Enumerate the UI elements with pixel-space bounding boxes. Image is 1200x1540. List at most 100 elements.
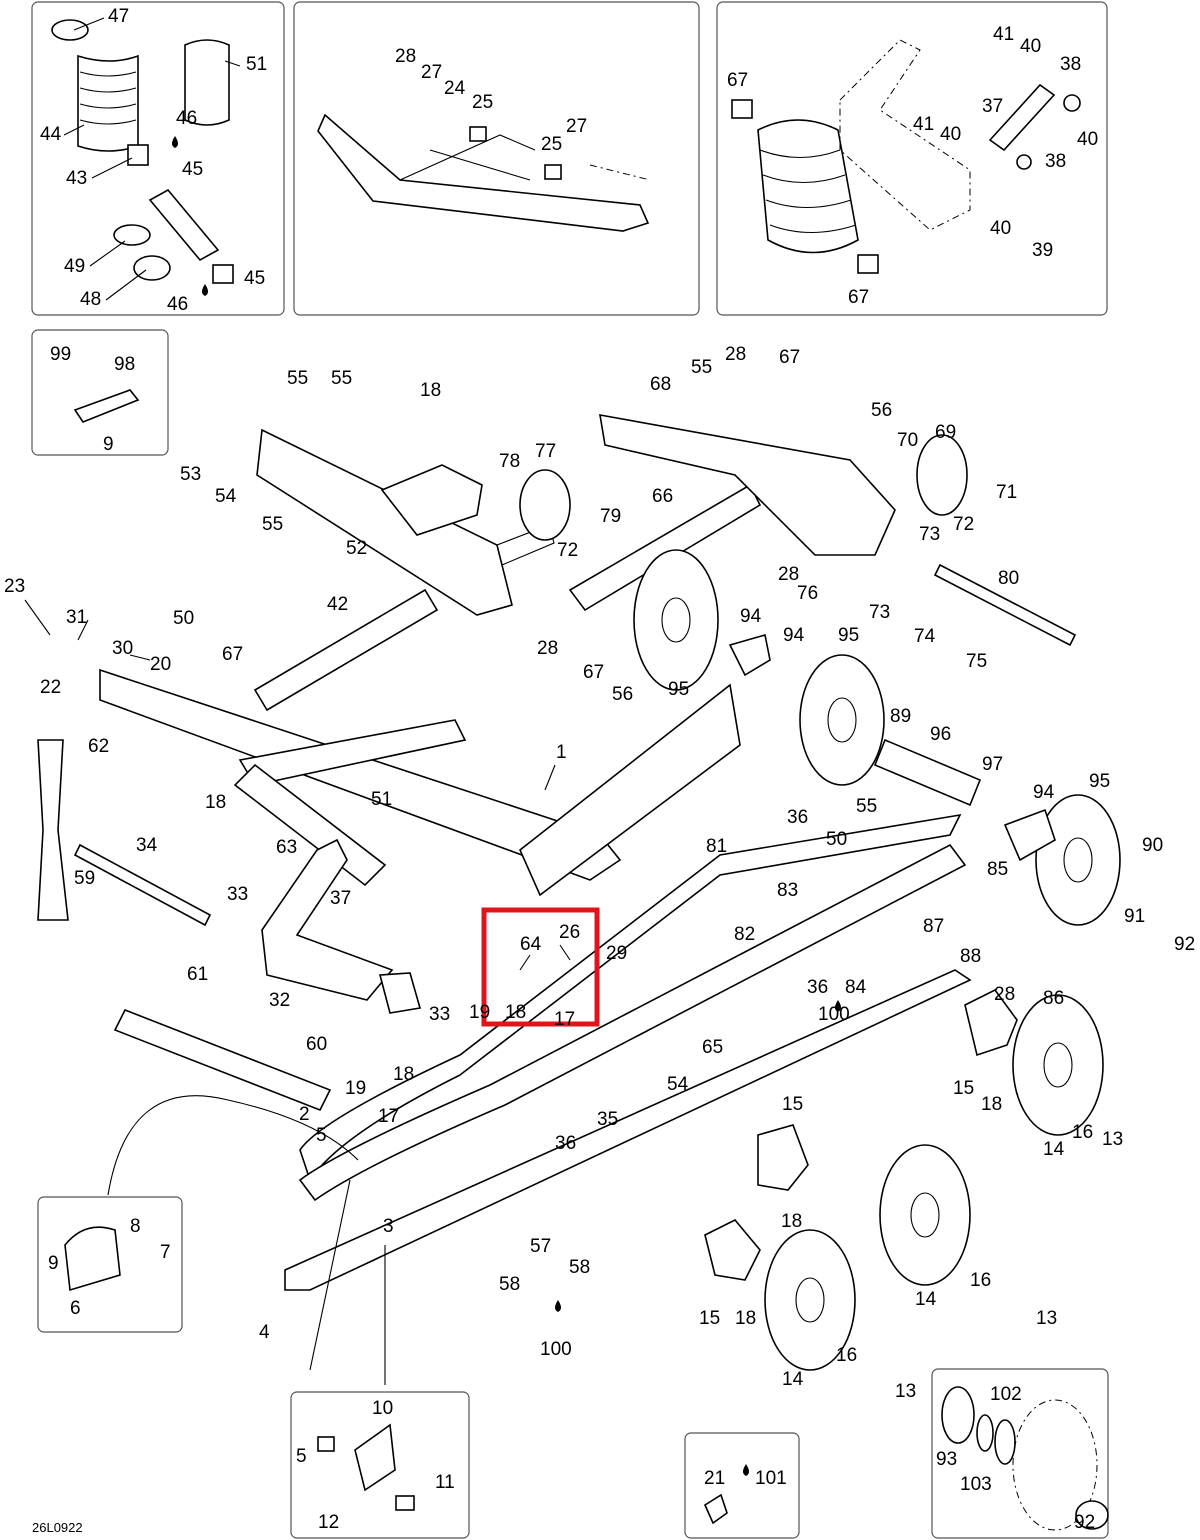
callout-94: 94 [740,606,762,627]
callout-49: 49 [64,256,85,277]
callout-45: 45 [182,159,203,180]
callout-14: 14 [915,1289,937,1310]
callout-6: 6 [70,1298,81,1319]
callout-73: 73 [919,524,940,545]
callout-67: 67 [222,644,243,665]
callout-29: 29 [606,943,627,964]
callout-82: 82 [734,924,755,945]
callout-94: 94 [1033,782,1055,803]
callout-32: 32 [269,990,290,1011]
callout-47: 47 [108,6,129,27]
callout-46: 46 [167,294,188,315]
callout-52: 52 [346,538,367,559]
callout-54: 54 [215,486,237,507]
callout-16: 16 [836,1345,857,1366]
callout-50: 50 [826,829,847,850]
callout-37: 37 [982,96,1003,117]
callout-40: 40 [990,218,1011,239]
callout-72: 72 [953,514,974,535]
callout-73: 73 [869,602,890,623]
callout-7: 7 [160,1242,171,1263]
callout-14: 14 [1043,1139,1065,1160]
callout-25: 25 [541,134,562,155]
callout-13: 13 [1102,1129,1123,1150]
callout-87: 87 [923,916,944,937]
callout-55: 55 [856,796,877,817]
callout-11: 11 [435,1472,455,1493]
callout-84: 84 [845,977,867,998]
callout-38: 38 [1045,151,1066,172]
callout-80: 80 [998,568,1019,589]
lubricant-drop-icon [835,1000,841,1012]
callout-2: 2 [299,1104,310,1125]
callout-92: 92 [1174,934,1195,955]
callout-77: 77 [535,441,556,462]
callout-78: 78 [499,451,520,472]
callout-8: 8 [130,1216,141,1237]
drawing-code: 26L0922 [32,1520,83,1535]
callout-18: 18 [205,792,226,813]
callout-75: 75 [966,651,987,672]
callout-85: 85 [987,859,1008,880]
part-drawings [37,19,1121,1531]
callout-67: 67 [727,70,748,91]
callout-67: 67 [848,287,869,308]
callout-31: 31 [66,607,87,628]
callout-56: 56 [612,684,633,705]
callout-63: 63 [276,837,297,858]
callout-101: 101 [755,1468,787,1489]
callout-15: 15 [953,1078,974,1099]
callout-16: 16 [1072,1122,1093,1143]
callout-64: 64 [520,934,542,955]
callout-62: 62 [88,736,109,757]
callout-92: 92 [1074,1512,1095,1533]
callout-100: 100 [818,1004,850,1025]
callout-55: 55 [262,514,283,535]
callout-94: 94 [783,625,805,646]
callout-91: 91 [1124,906,1145,927]
inset-upper-arm [293,1,700,316]
callout-37: 37 [330,888,351,909]
callout-30: 30 [112,638,133,659]
callout-61: 61 [187,964,208,985]
lubricant-drop-icons [172,136,841,1476]
leader-lines [24,17,571,971]
callout-26: 26 [559,922,580,943]
callout-5: 5 [296,1446,307,1467]
callout-57: 57 [530,1236,551,1257]
callout-53: 53 [180,464,201,485]
callout-55: 55 [287,368,308,389]
callout-98: 98 [114,354,135,375]
callout-71: 71 [996,482,1017,503]
lubricant-drop-icon [172,136,178,148]
callout-23: 23 [4,576,25,597]
callout-27: 27 [566,116,587,137]
callout-9: 9 [48,1253,59,1274]
callout-40: 40 [1020,36,1041,57]
callout-90: 90 [1142,835,1163,856]
lubricant-drop-icon [555,1300,561,1312]
lubricant-drop-icon [202,284,208,296]
callout-97: 97 [982,754,1003,775]
callout-27: 27 [421,62,442,83]
lubricant-drop-icon [743,1464,749,1476]
callout-28: 28 [395,46,416,67]
callout-95: 95 [838,625,859,646]
callout-50: 50 [173,608,194,629]
callout-40: 40 [1077,129,1098,150]
callout-88: 88 [960,946,981,967]
callout-76: 76 [797,583,818,604]
callout-60: 60 [306,1034,327,1055]
callout-100: 100 [540,1339,572,1360]
callout-22: 22 [40,677,61,698]
callout-12: 12 [318,1512,339,1533]
callout-18: 18 [420,380,441,401]
callout-28: 28 [778,564,799,585]
callout-68: 68 [650,374,671,395]
callout-67: 67 [779,347,800,368]
callout-58: 58 [569,1257,590,1278]
callout-18: 18 [393,1064,414,1085]
callout-39: 39 [1032,240,1053,261]
callout-36: 36 [807,977,828,998]
